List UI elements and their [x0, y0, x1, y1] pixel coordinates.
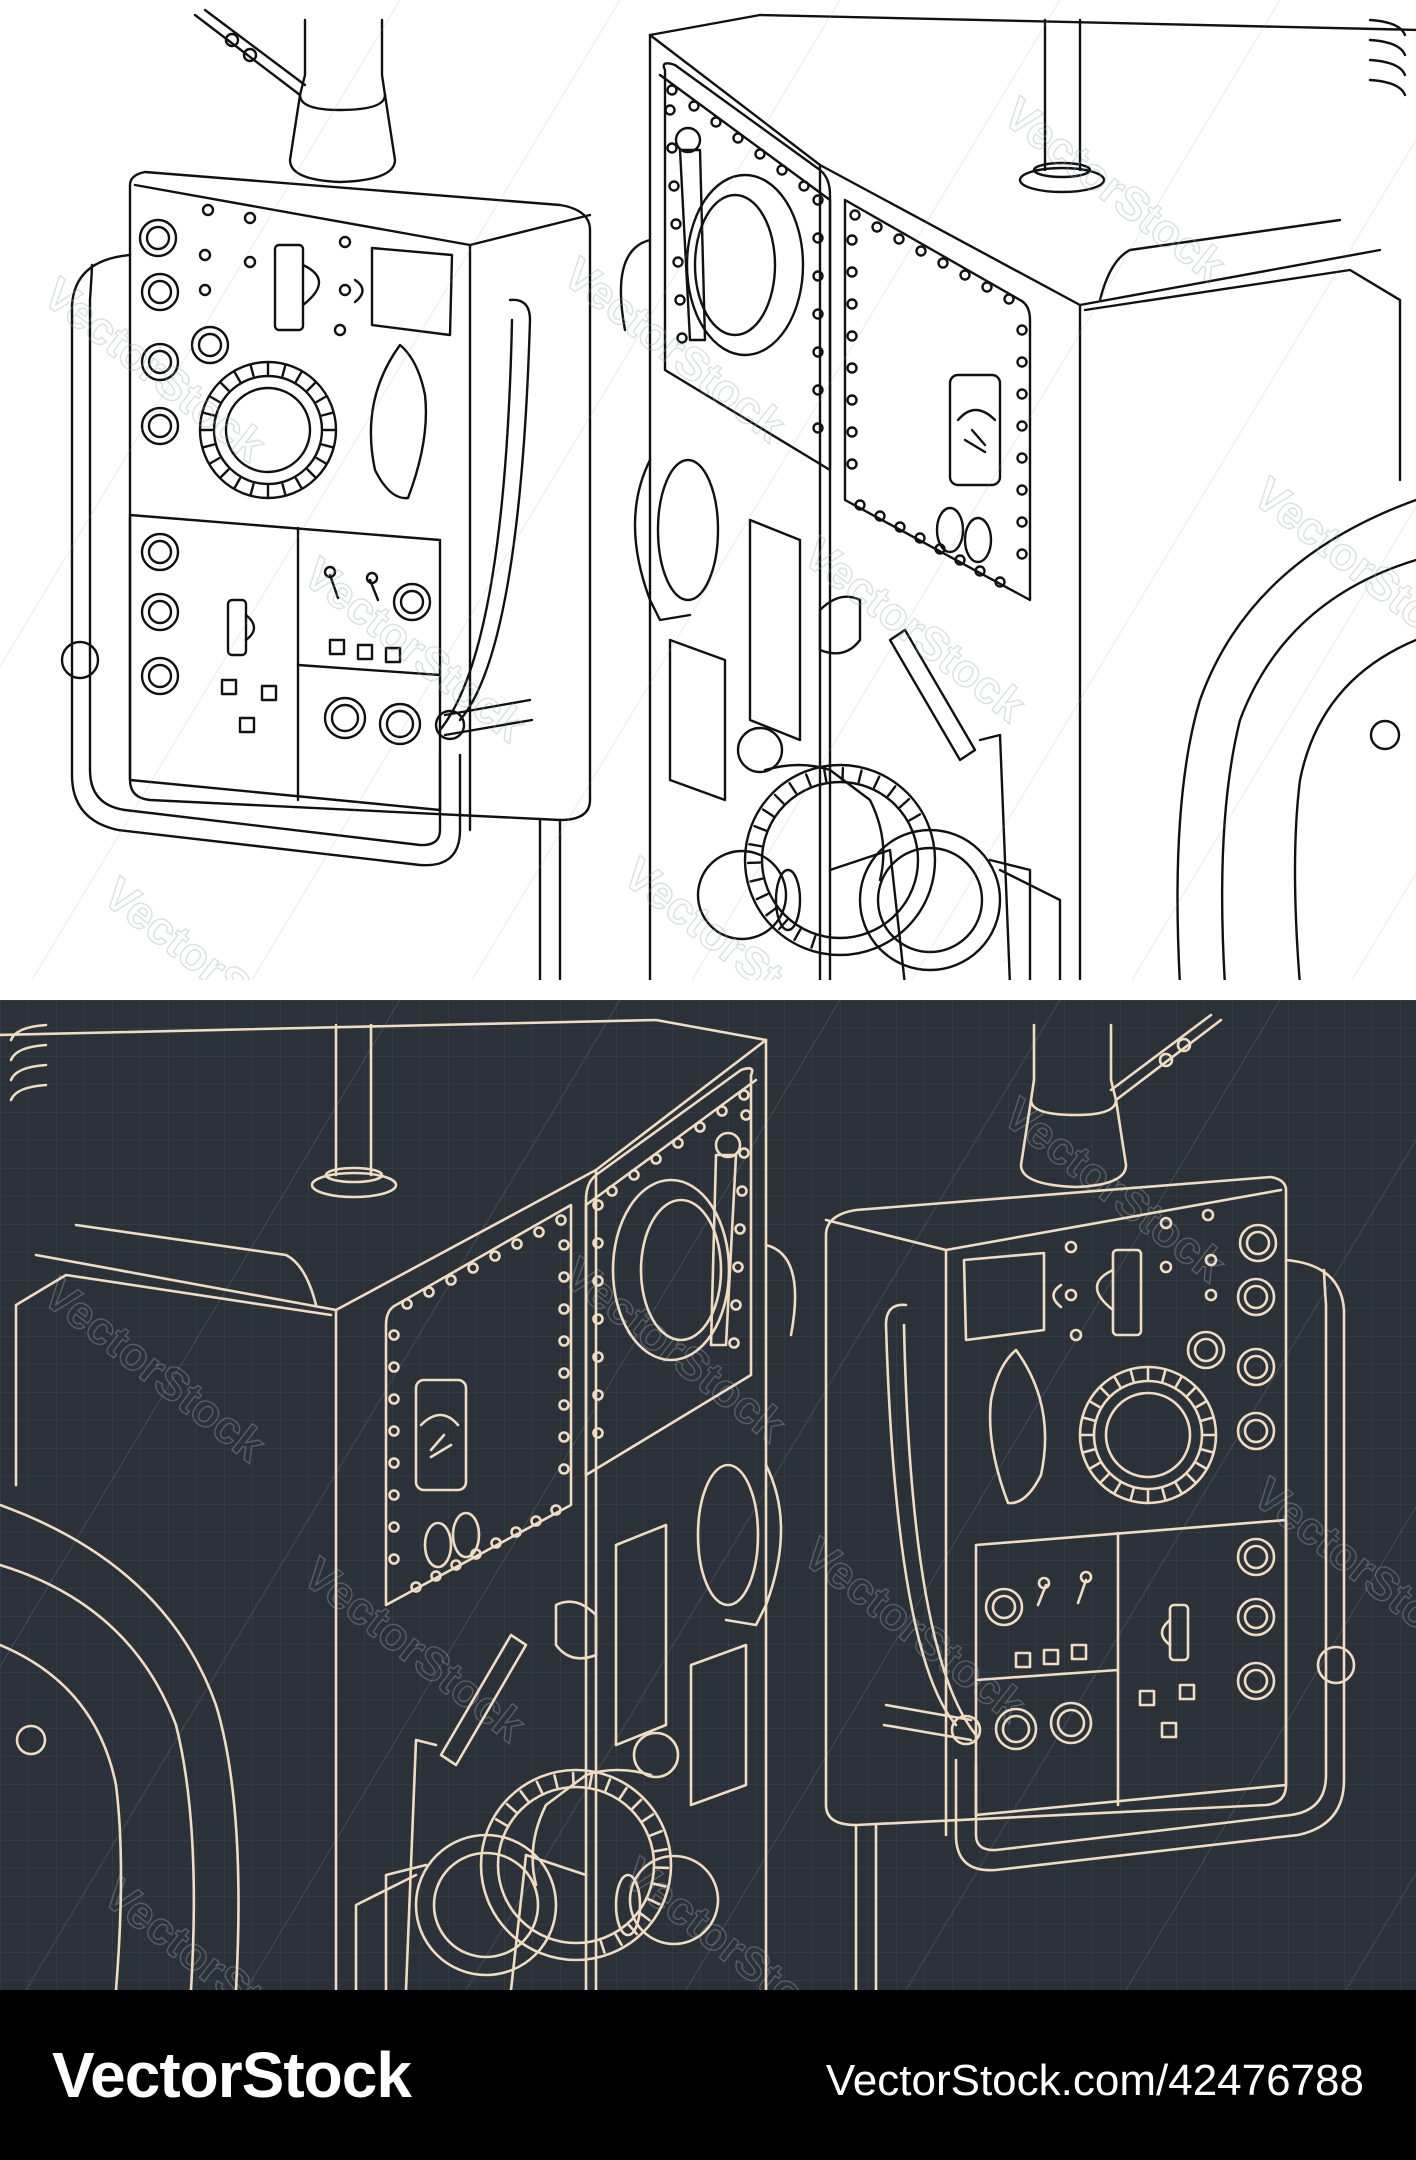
knob-icon	[628, 1854, 720, 1946]
watermark-text: VectorStock	[994, 87, 1236, 292]
machine-drawing-light: VectorStockVectorStockVectorStockVectorS…	[0, 0, 1416, 980]
toggle-switch-icon	[226, 598, 248, 657]
rivet-icon	[664, 84, 1028, 588]
dial-icon	[1078, 1365, 1218, 1505]
riveted-panel	[384, 1203, 573, 1607]
machine-drawing-mirrored	[0, 1013, 1356, 1990]
footer-bar: VectorStock VectorStock.com/42476788	[0, 1990, 1416, 2160]
knob-icon	[696, 849, 788, 941]
knob-icon	[138, 218, 230, 446]
rivet-icon	[388, 1089, 752, 1593]
lever-handle-icon	[439, 1633, 528, 1767]
image-url[interactable]: VectorStock.com/42476788	[825, 2056, 1364, 2105]
watermark-text: VectorStock	[1244, 467, 1416, 672]
knob-icon	[632, 1731, 680, 1779]
riveted-panel	[843, 198, 1032, 602]
dial-icon	[198, 360, 338, 500]
knob-icon	[1186, 1223, 1278, 1451]
toggle-switch-icon	[273, 243, 305, 332]
knob-icon	[984, 1537, 1276, 1751]
watermark-text: VectorStock	[94, 867, 336, 980]
toggle-switch-icon	[1111, 1248, 1143, 1337]
riveted-panel	[584, 1067, 754, 1477]
riveted-panel	[662, 62, 832, 472]
rivet-icon	[198, 203, 352, 337]
rivet-icon	[1064, 1208, 1218, 1342]
lever-handle-icon	[888, 628, 977, 762]
brand-logo-text[interactable]: VectorStock	[52, 2039, 412, 2111]
control-box	[128, 170, 592, 822]
lever-handle-icon	[70, 253, 462, 867]
knob-icon	[140, 532, 432, 746]
divider	[0, 980, 1416, 1000]
control-box	[824, 1175, 1288, 1827]
sub-panel	[128, 513, 442, 812]
knob-icon	[736, 726, 784, 774]
toggle-switch-icon	[1168, 1603, 1190, 1662]
sub-panel	[974, 1518, 1288, 1817]
lever-handle-icon	[954, 1258, 1346, 1872]
machine-drawing-dark: VectorStockVectorStockVectorStockVectorS…	[0, 1000, 1416, 1990]
